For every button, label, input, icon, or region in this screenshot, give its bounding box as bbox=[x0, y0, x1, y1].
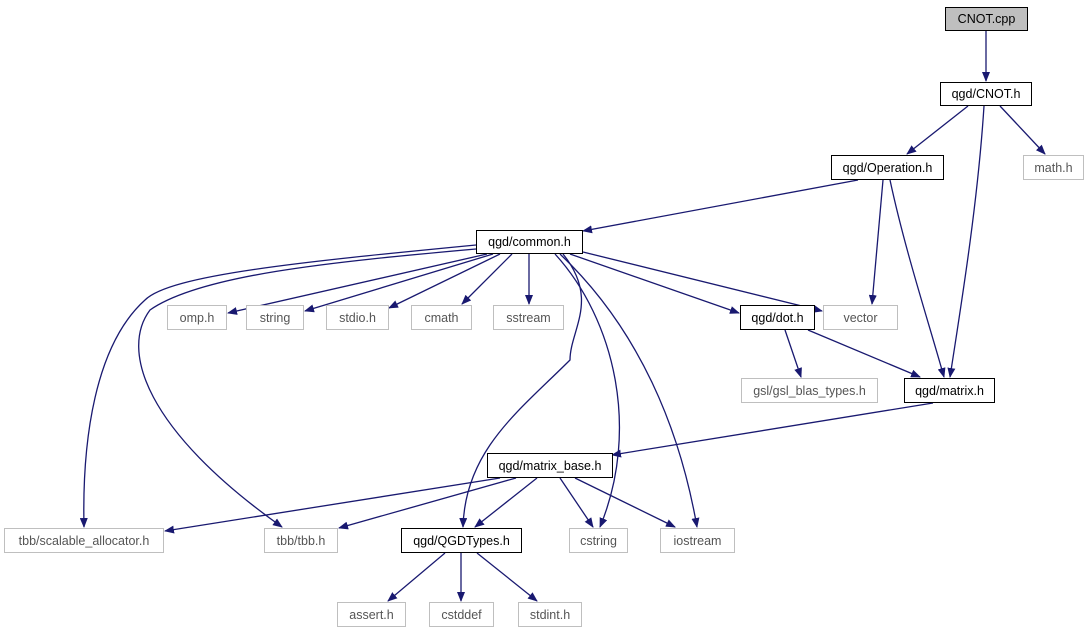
edge-matrix_h-to-matrix_base_h bbox=[611, 402, 934, 458]
node-stdio-h: stdio.h bbox=[326, 305, 389, 330]
node-omp-h: omp.h bbox=[167, 305, 227, 330]
edge-dot_h-to-matrix_h bbox=[807, 329, 921, 378]
node-operation-h[interactable]: qgd/Operation.h bbox=[831, 155, 944, 180]
node-matrix-h[interactable]: qgd/matrix.h bbox=[904, 378, 995, 403]
node-cnot-cpp: CNOT.cpp bbox=[945, 7, 1028, 31]
edge-cnot_h-to-math_h bbox=[999, 105, 1046, 155]
edge-matrix_base_h-to-iostream bbox=[574, 477, 676, 528]
edge-matrix_base_h-to-cstring bbox=[559, 477, 594, 528]
node-matrix-base-h[interactable]: qgd/matrix_base.h bbox=[487, 453, 613, 478]
node-math-h: math.h bbox=[1023, 155, 1084, 180]
edge-common_h-to-tbb_scalable bbox=[79, 244, 477, 528]
edge-dot_h-to-gsl_blas bbox=[784, 329, 802, 378]
edge-common_h-to-dot_h bbox=[569, 253, 740, 314]
edge-common_h-to-tbb_h bbox=[138, 248, 477, 528]
edge-common_h-to-omp_h bbox=[227, 253, 488, 315]
node-stdint-h: stdint.h bbox=[518, 602, 582, 627]
edge-common_h-to-iostream bbox=[559, 253, 700, 528]
edge-common_h-to-cmath bbox=[461, 253, 513, 305]
edge-common_h-to-vector bbox=[582, 251, 823, 313]
edge-matrix_base_h-to-qgdtypes_h bbox=[474, 477, 538, 528]
node-sstream: sstream bbox=[493, 305, 564, 330]
node-cstring: cstring bbox=[569, 528, 628, 553]
edge-common_h-to-stdio_h bbox=[388, 253, 501, 309]
edge-cnot_h-to-operation_h bbox=[906, 105, 969, 155]
edge-qgdtypes_h-to-stdint_h bbox=[476, 552, 538, 602]
node-gsl-blas: gsl/gsl_blas_types.h bbox=[741, 378, 878, 403]
edge-matrix_base_h-to-tbb_scalable bbox=[164, 477, 501, 534]
node-tbb-h: tbb/tbb.h bbox=[264, 528, 338, 553]
node-tbb-scalable: tbb/scalable_allocator.h bbox=[4, 528, 164, 553]
node-cnot-h[interactable]: qgd/CNOT.h bbox=[940, 82, 1032, 106]
edge-operation_h-to-matrix_h bbox=[889, 179, 946, 378]
node-cstddef: cstddef bbox=[429, 602, 494, 627]
node-common-h[interactable]: qgd/common.h bbox=[476, 230, 583, 254]
node-qgdtypes-h[interactable]: qgd/QGDTypes.h bbox=[401, 528, 522, 553]
edge-qgdtypes_h-to-assert_h bbox=[387, 552, 446, 602]
edge-common_h-to-qgdtypes_h bbox=[459, 253, 583, 528]
node-iostream: iostream bbox=[660, 528, 735, 553]
node-string: string bbox=[246, 305, 304, 330]
edge-common_h-to-cstring bbox=[554, 253, 621, 528]
edge-common_h-to-string bbox=[304, 253, 494, 313]
node-cmath: cmath bbox=[411, 305, 472, 330]
edge-cnot_h-to-matrix_h bbox=[947, 105, 985, 378]
node-assert-h: assert.h bbox=[337, 602, 406, 627]
edge-operation_h-to-vector bbox=[868, 179, 884, 305]
edge-matrix_base_h-to-tbb_h bbox=[338, 477, 517, 530]
node-dot-h[interactable]: qgd/dot.h bbox=[740, 305, 815, 330]
node-vector: vector bbox=[823, 305, 898, 330]
edge-operation_h-to-common_h bbox=[582, 179, 859, 234]
